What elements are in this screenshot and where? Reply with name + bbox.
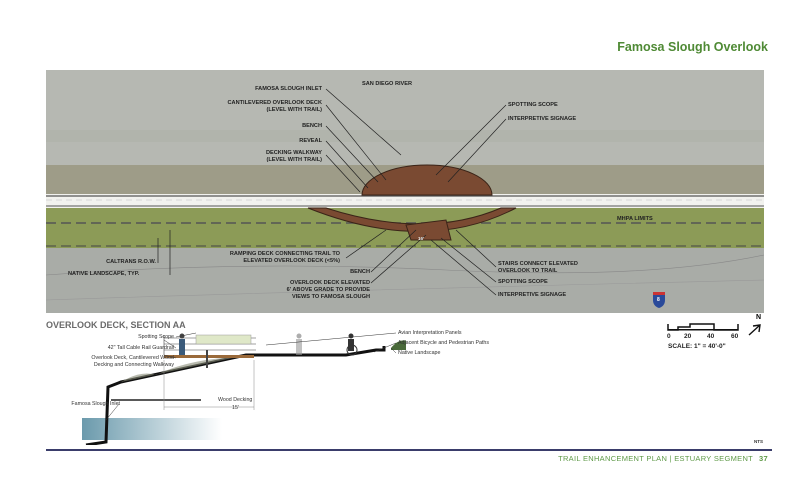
label-line: Overlook Deck, Cantilevered Wood [91,355,174,361]
label-cantilevered-deck: CANTILEVERED OVERLOOK DECK(LEVEL WITH TR… [228,100,322,114]
page-number: 37 [759,454,768,463]
water [82,418,222,440]
person-figure [296,333,302,355]
page-title: Famosa Slough Overlook [617,40,768,54]
label-caltrans-row: CALTRANS R.O.W. [106,259,156,265]
north-label: N [756,314,762,321]
trail [46,194,764,208]
section-label-width: 15' [232,405,239,411]
footer: TRAIL ENHANCEMENT PLAN | ESTUARY SEGMENT… [558,454,768,463]
scale-bar [667,323,739,331]
label-line: OVERLOOK DECK ELEVATED [290,280,370,286]
label-line: ELEVATED OVERLOOK DECK (<5%) [243,258,340,264]
label-line: (LEVEL WITH TRAIL) [266,107,322,113]
deck-dimension: 16' [418,236,425,241]
footer-text: TRAIL ENHANCEMENT PLAN | ESTUARY SEGMENT [558,454,754,463]
label-line: DECKING WALKWAY [265,150,322,156]
label-spotting-scope: SPOTTING SCOPE [508,102,558,108]
label-interpretive-signage-2: INTERPRETIVE SIGNAGE [498,292,567,298]
label-interpretive-signage: INTERPRETIVE SIGNAGE [508,116,577,122]
scale-tick: 0 [667,333,671,340]
label-line: RAMPING DECK CONNECTING TRAIL TO [229,251,340,257]
interstate-number: 8 [657,297,660,303]
label-decking-walkway: DECKING WALKWAY(LEVEL WITH TRAIL) [266,150,322,164]
interstate-shield [653,292,665,308]
label-line: (LEVEL WITH TRAIL) [266,157,322,163]
label-line: OVERLOOK TO TRAIL [498,268,558,274]
person-figure [179,333,185,355]
north-arrow-icon [748,324,761,336]
label-native-landscape: NATIVE LANDSCAPE, TYP. [68,271,140,277]
section-title: OVERLOOK DECK, SECTION AA [46,320,186,330]
label-bench: BENCH [302,123,322,129]
label-line: Decking and Connecting Walkway [93,362,174,368]
scale-tick: 60 [731,333,739,340]
nts-label: NTS [754,439,763,444]
label-line: CANTILEVERED OVERLOOK DECK [227,100,322,106]
label-reveal: REVEAL [299,138,322,144]
wood-deck [164,355,254,358]
footer-divider [46,449,772,451]
section-label-wood-decking: Wood Decking [218,397,253,403]
section-label-spotting-scope: Spotting Scope [138,334,174,340]
label-line: STAIRS CONNECT ELEVATED [498,261,578,267]
interpretive-panel [195,334,252,345]
scale-tick: 20 [684,333,692,340]
label-mhpa-limits: MHPA LIMITS [617,216,653,222]
section-label-avian-panels: Avian Interpretation Panels [398,330,462,336]
section-label-paths: Adjacent Bicycle and Pedestrian Paths [398,340,489,346]
river-label: SAN DIEGO RIVER [362,81,413,87]
label-line: VIEWS TO FAMOSA SLOUGH [291,294,370,300]
label-famosa-slough-inlet: FAMOSA SLOUGH INLET [255,86,322,92]
scale-tick: 40 [707,333,715,340]
label-spotting-scope-2: SPOTTING SCOPE [498,279,548,285]
ramping-deck [307,207,517,232]
overlook-deck [361,164,493,196]
label-line: 6' ABOVE GRADE TO PROVIDE [286,287,370,293]
section-drawing [82,332,406,445]
label-bench-2: BENCH [350,269,370,275]
river-water [46,70,764,175]
section-label-guardrail: 42" Tall Cable Rail Guardrail [107,345,174,351]
section-label-inlet: Famosa Slough Inlet [71,401,120,407]
freeway [46,248,764,313]
scale-text: SCALE: 1" = 40'-0" [668,343,726,350]
site-plan-image [46,70,764,313]
section-label-native-landscape: Native Landscape [398,350,441,356]
